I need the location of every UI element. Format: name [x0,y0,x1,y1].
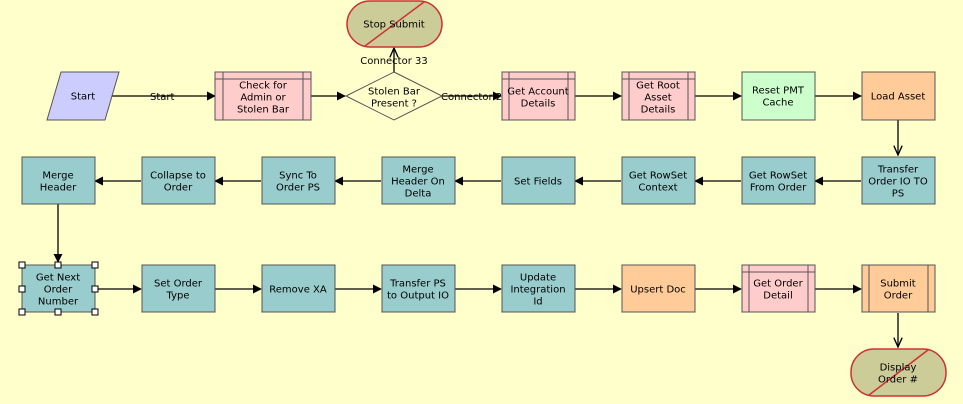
edge-label-connector-33: Connector 33 [360,56,427,67]
set-fields-label: Set Fields [514,177,562,188]
edge-label-start: Start [150,92,175,103]
selection-handles[interactable] [18,261,99,316]
edge-label-connector-21: Connector 21 [441,92,508,103]
load-asset-label: Load Asset [871,92,926,103]
stop-submit-label: Stop Submit [363,20,424,31]
edges [53,48,898,347]
load-asset-node[interactable]: Load Asset [861,71,936,121]
start-node-label: Start [71,92,96,103]
upsert-doc-node[interactable]: Upsert Doc [621,264,696,313]
remove-xa-label: Remove XA [269,285,327,296]
upsert-doc-label: Upsert Doc [630,285,686,296]
stop-submit-node[interactable]: Stop Submit [346,0,443,48]
remove-xa-node[interactable]: Remove XA [261,264,336,313]
start-node[interactable]: Start [46,71,120,121]
set-fields-node[interactable]: Set Fields [501,156,576,205]
